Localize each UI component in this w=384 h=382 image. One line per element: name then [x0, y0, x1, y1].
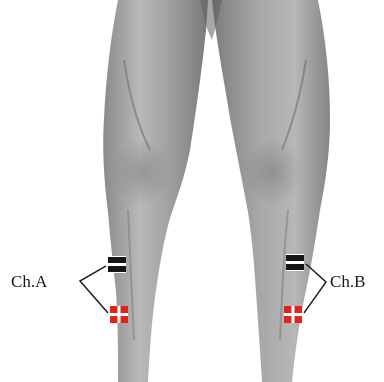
- channel-a-positive-electrode: [110, 306, 128, 323]
- channel-a-lead-line: [80, 266, 108, 313]
- channel-a-negative-electrode: [108, 256, 126, 273]
- legs-figure: [103, 0, 330, 382]
- channel-b-negative-electrode: [286, 254, 304, 271]
- channel-a: Ch.A: [11, 256, 128, 323]
- channel-b-label: Ch.B: [330, 272, 365, 291]
- channel-a-label: Ch.A: [11, 272, 48, 291]
- left-knee-shade: [112, 138, 172, 206]
- right-knee-shade: [242, 138, 302, 206]
- channel-b-positive-electrode: [284, 306, 302, 323]
